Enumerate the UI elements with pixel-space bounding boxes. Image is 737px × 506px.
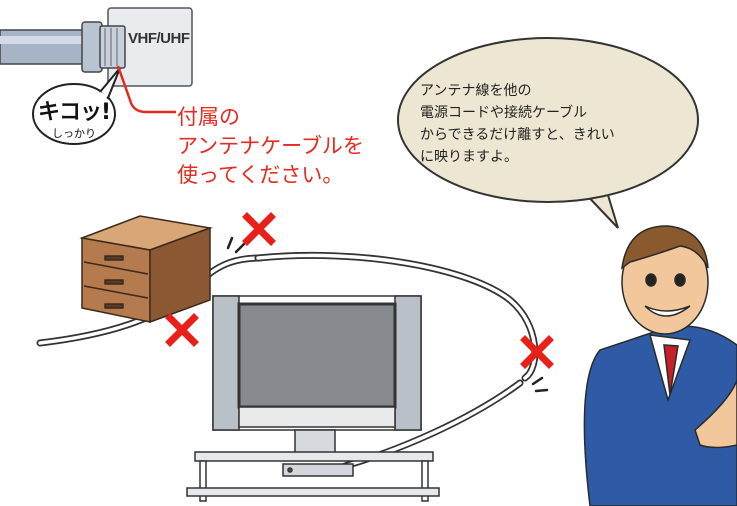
- speech-bubble-text: アンテナ線を他の 電源コードや接続ケーブル からできるだけ離すと、きれい に映り…: [420, 83, 615, 165]
- cross-icon: [242, 212, 276, 246]
- click-sound-text: キコッ!: [38, 100, 111, 125]
- cross-icon: [165, 313, 199, 347]
- speech-bubble: [397, 37, 699, 229]
- caption-leader-line: [116, 65, 176, 114]
- cabinet: [79, 215, 213, 324]
- click-callout-bubble: [32, 67, 121, 145]
- flat-tv: [212, 295, 422, 455]
- businessman-illustration: [583, 225, 737, 506]
- tv-rack: [186, 451, 440, 502]
- gap-ticks: [226, 236, 549, 393]
- click-note-text: しっかり: [52, 127, 96, 140]
- cross-icon: [520, 335, 554, 369]
- vhf-uhf-label: VHF/UHF: [128, 30, 190, 47]
- antenna-cable-connector: [0, 21, 126, 73]
- cable-instruction-caption: 付属の アンテナケーブルを 使ってください。: [177, 105, 364, 187]
